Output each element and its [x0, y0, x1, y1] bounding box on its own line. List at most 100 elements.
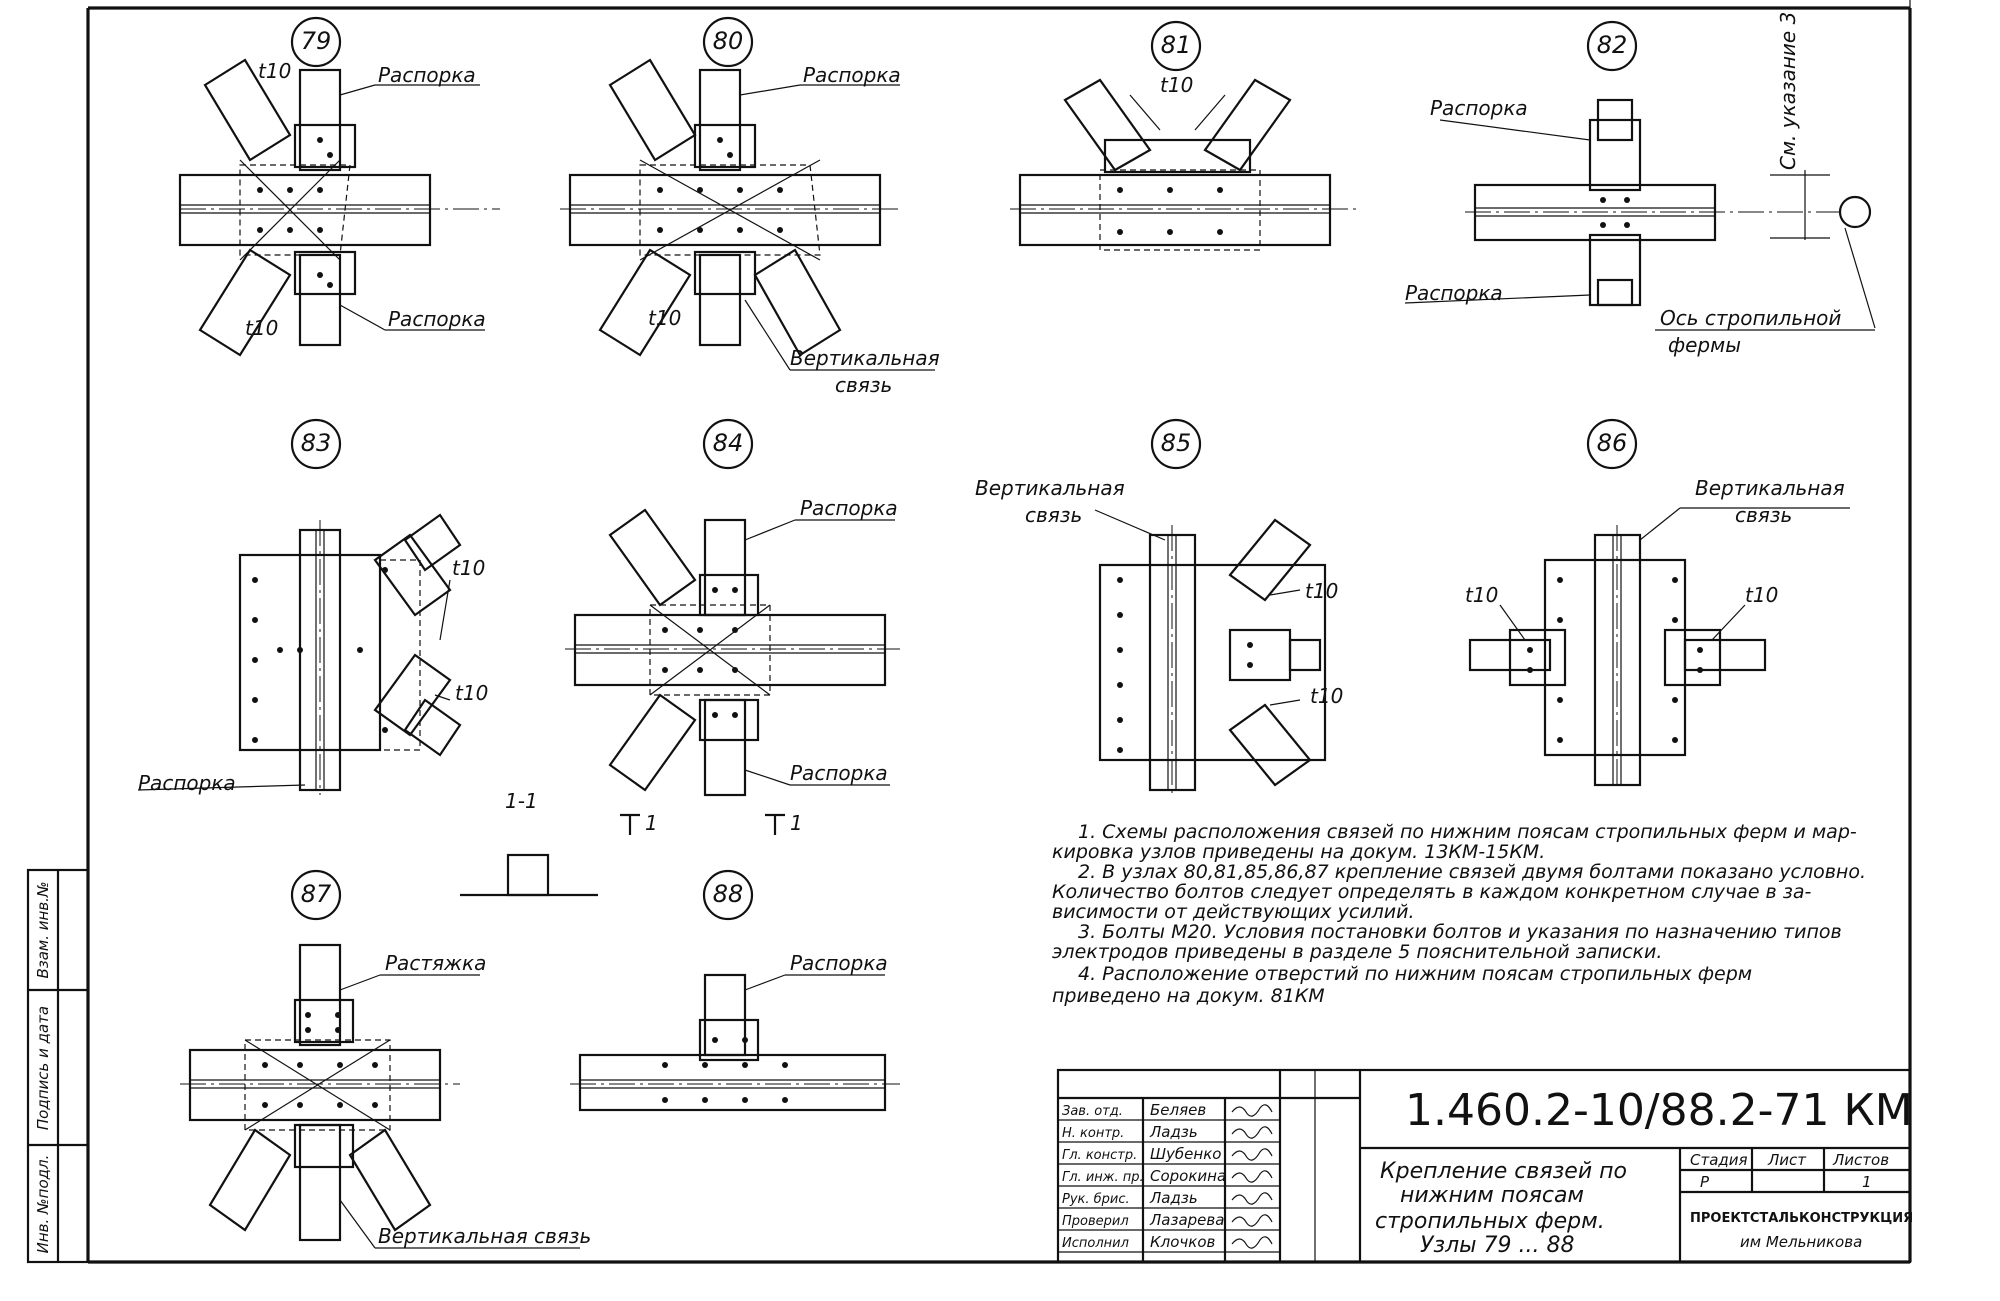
node-88-label: Распорка: [790, 951, 888, 975]
stage-header: Стадия: [1690, 1151, 1748, 1169]
organization-name: ПРОЕКТСТАЛЬКОНСТРУКЦИЯ: [1690, 1211, 1913, 1226]
node-80-number: 80: [713, 27, 744, 55]
note-line: приведено на докум. 81КМ: [1052, 985, 1325, 1007]
node-88: 88 Распорка: [570, 869, 900, 1112]
sheets-value: 1: [1862, 1173, 1872, 1191]
node-84-label-top: Распорка: [800, 496, 898, 520]
note-line: висимости от действующих усилий.: [1052, 901, 1415, 923]
side-stamp: Взам. инв.№ Подпись и дата Инв. №подл.: [26, 868, 90, 1264]
node-87-number: 87: [301, 880, 332, 908]
note-line: 2. В узлах 80,81,85,86,87 крепление связ…: [1078, 861, 1866, 883]
node-83-note-bottom: t10: [455, 681, 488, 705]
node-82-label-bottom: Распорка: [1405, 281, 1503, 305]
node-80-marker: [702, 16, 754, 68]
tb-name: Клочков: [1150, 1233, 1216, 1251]
node-79-marker: [290, 16, 342, 68]
node-86-label-1: Вертикальная: [1695, 476, 1845, 500]
node-81-marker: [1150, 20, 1202, 72]
node-88-marker: [702, 869, 754, 921]
node-87-marker: [290, 869, 342, 921]
node-85-note-bottom: t10: [1310, 684, 1343, 708]
sheet-title-line: стропильных ферм.: [1375, 1209, 1605, 1234]
tb-role: Зав. отд.: [1062, 1104, 1123, 1119]
node-85: 85 Вертикальная связь t10 t10: [975, 418, 1343, 795]
sheet-title-line: Узлы 79 ... 88: [1420, 1233, 1574, 1258]
document-code: 1.460.2-10/88.2-71 КМ: [1405, 1085, 1913, 1136]
node-79-number: 79: [301, 27, 332, 55]
tb-role: Исполнил: [1062, 1236, 1129, 1251]
node-80-label-vert-2: связь: [835, 373, 892, 397]
sheets-header: Листов: [1832, 1151, 1889, 1169]
node-88-number: 88: [713, 880, 744, 908]
node-87-label-bottom: Вертикальная связь: [378, 1224, 591, 1248]
tb-name: Сорокина: [1150, 1167, 1226, 1185]
stage-value: Р: [1700, 1173, 1710, 1191]
section-mark-left: 1: [645, 811, 658, 835]
node-84-label-bottom: Распорка: [790, 761, 888, 785]
signatures: [1231, 1104, 1273, 1249]
note-line: 1. Схемы расположения связей по нижним п…: [1078, 821, 1857, 843]
node-81-number: 81: [1161, 31, 1192, 59]
title-block: Зав. отд. Н. контр. Гл. констр. Гл. инж.…: [1056, 1068, 1913, 1264]
node-79-note-bottom: t10: [245, 316, 278, 340]
stamp-replace-inv: Взам. инв.№: [34, 881, 52, 978]
node-82-axis-label-2: фермы: [1668, 333, 1741, 357]
node-82-marker: [1586, 20, 1638, 72]
note-line: 3. Болты М20. Условия постановки болтов …: [1078, 921, 1842, 943]
node-84: 84 Распорка Распорка: [565, 418, 900, 797]
node-79-label-bottom: Распорка: [388, 307, 486, 331]
node-83: 83 t10 t10 Распорка: [137, 418, 488, 795]
node-83-marker: [290, 418, 342, 470]
node-86-note-right: t10: [1745, 583, 1778, 607]
sheet-title-line: Крепление связей по: [1380, 1159, 1627, 1184]
node-85-marker: [1150, 418, 1202, 470]
general-notes: 1. Схемы расположения связей по нижним п…: [1052, 821, 1866, 1007]
tb-name: Беляев: [1150, 1101, 1206, 1119]
sheet-header: Лист: [1767, 1151, 1807, 1169]
section-mark-right: 1: [790, 811, 803, 835]
stamp-original-inv: Инв. №подл.: [34, 1155, 52, 1254]
note-line: электродов приведены в разделе 5 пояснит…: [1052, 941, 1662, 963]
node-86: 86 Вертикальная связь t10 t10: [1465, 418, 1850, 790]
tb-name: Ладзь: [1149, 1123, 1198, 1141]
note-line: 4. Расположение отверстий по нижним пояс…: [1078, 963, 1752, 985]
node-86-label-2: связь: [1735, 503, 1792, 527]
section-1-1: 1-1 1 1: [460, 789, 803, 897]
node-86-marker: [1586, 418, 1638, 470]
node-82-number: 82: [1597, 31, 1628, 59]
node-86-note-left: t10: [1465, 583, 1498, 607]
node-85-label-1: Вертикальная: [975, 476, 1125, 500]
node-84-number: 84: [713, 429, 744, 457]
section-label: 1-1: [505, 789, 538, 813]
node-87: 87 Растяжка Вертикальная связь: [180, 869, 591, 1249]
tb-role: Проверил: [1062, 1214, 1129, 1229]
node-82-label-top: Распорка: [1430, 96, 1528, 120]
node-84-marker: [702, 418, 754, 470]
node-82: 82 Распорка Распорка См. указание 3 Ось …: [1404, 12, 1876, 357]
node-83-number: 83: [301, 429, 332, 457]
tb-name: Ладзь: [1149, 1189, 1198, 1207]
node-85-note-top: t10: [1305, 579, 1338, 603]
node-81: 81 t10: [1010, 20, 1360, 251]
stamp-signature-date: Подпись и дата: [34, 1006, 52, 1130]
node-82-axis-marker: [1838, 195, 1872, 229]
node-82-ref-note: См. указание 3: [1776, 12, 1800, 170]
node-85-label-2: связь: [1025, 503, 1082, 527]
organization-subtitle: им Мельникова: [1740, 1233, 1862, 1251]
tb-role: Гл. констр.: [1062, 1148, 1137, 1163]
node-79-note-top: t10: [258, 59, 291, 83]
tb-name: Лазарева: [1149, 1211, 1224, 1229]
node-80-note: t10: [648, 306, 681, 330]
tb-role: Гл. инж. пр.: [1062, 1170, 1144, 1185]
sheet-title-line: нижним поясам: [1400, 1183, 1584, 1208]
node-79-label-top: Распорка: [378, 63, 476, 87]
note-line: Количество болтов следует определять в к…: [1052, 881, 1812, 903]
node-81-note: t10: [1160, 73, 1193, 97]
node-85-number: 85: [1161, 429, 1192, 457]
node-82-axis-label-1: Ось стропильной: [1660, 306, 1841, 330]
node-87-label-top: Растяжка: [385, 951, 486, 975]
node-86-number: 86: [1597, 429, 1628, 457]
node-80: 80 Распорка Вертикальная связь t10: [560, 16, 940, 397]
